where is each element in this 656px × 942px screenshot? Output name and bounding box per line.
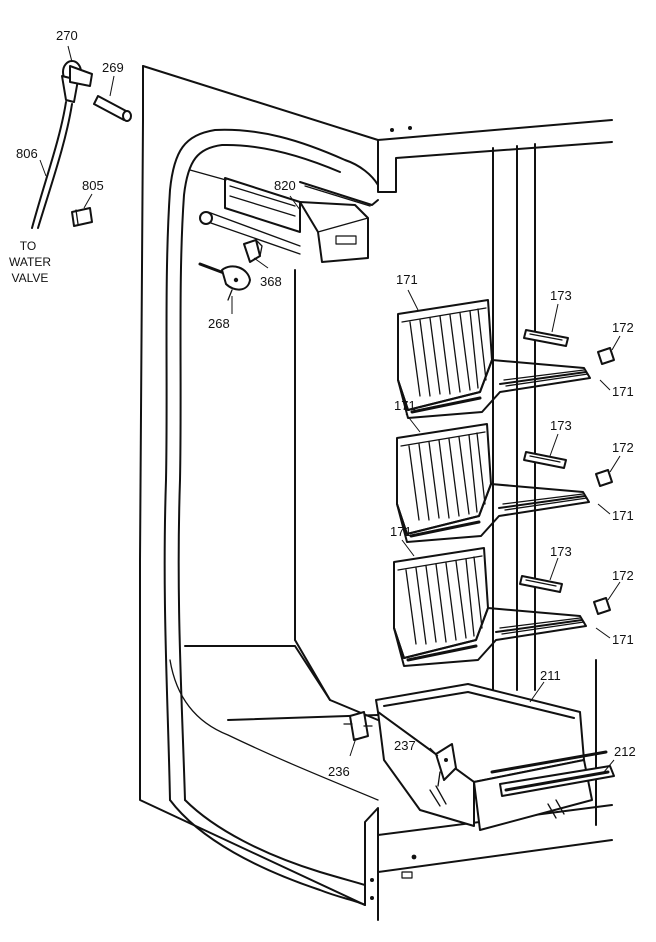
label-172-a: 172 xyxy=(612,320,634,335)
label-171-a: 171 xyxy=(396,272,418,287)
part-236-bracket xyxy=(343,711,373,741)
part-805-clip xyxy=(71,207,93,227)
label-171-d: 171 xyxy=(612,508,634,523)
liner-gasket-outline xyxy=(163,128,379,906)
label-171-c: 171 xyxy=(394,398,416,413)
label-171-f: 171 xyxy=(612,632,634,647)
part-211-bin xyxy=(375,683,615,831)
label-173-b: 173 xyxy=(550,418,572,433)
label-820: 820 xyxy=(274,178,296,193)
label-368: 368 xyxy=(260,274,282,289)
part-368-bracket xyxy=(243,239,263,263)
label-211: 211 xyxy=(540,668,561,683)
label-172-b: 172 xyxy=(612,440,634,455)
label-to: TO xyxy=(20,239,36,253)
label-172-c: 172 xyxy=(612,568,634,583)
part-269-sleeve xyxy=(93,95,132,122)
part-labels: 270 269 806 805 TO WATER VALVE 820 368 2… xyxy=(9,28,636,779)
leader-lines xyxy=(39,45,621,773)
label-171-e: 171 xyxy=(390,524,412,539)
label-268: 268 xyxy=(208,316,230,331)
label-270: 270 xyxy=(56,28,78,43)
label-valve: VALVE xyxy=(12,271,49,285)
part-237-hinge xyxy=(435,743,457,787)
label-237: 237 xyxy=(394,738,416,753)
label-805: 805 xyxy=(82,178,104,193)
label-173-a: 173 xyxy=(550,288,572,303)
shelf-basket-1 xyxy=(397,299,591,419)
label-water: WATER xyxy=(9,255,51,269)
label-269: 269 xyxy=(102,60,124,75)
label-212: 212 xyxy=(614,744,636,759)
label-806: 806 xyxy=(16,146,38,161)
part-820-icemaker xyxy=(189,169,379,263)
part-270-fitting xyxy=(61,60,93,103)
shelf-basket-3 xyxy=(392,546,588,668)
label-173-c: 173 xyxy=(550,544,572,559)
part-806-tubing xyxy=(31,101,73,229)
label-236: 236 xyxy=(328,764,350,779)
part-268-fill-tube xyxy=(198,262,251,301)
shelf-clips xyxy=(593,347,615,615)
label-171-b: 171 xyxy=(612,384,634,399)
shelf-rails xyxy=(519,329,569,593)
